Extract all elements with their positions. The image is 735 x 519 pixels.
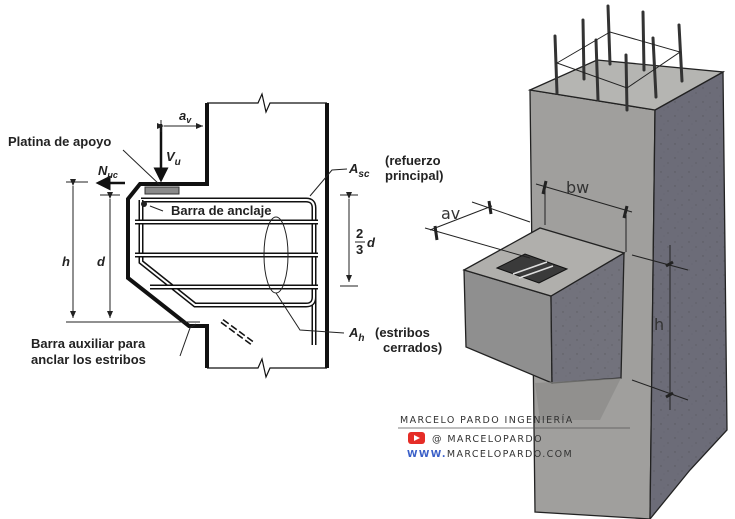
bearing-plate-label: Platina de apoyo <box>8 134 111 149</box>
sketch-av-label: av <box>441 204 460 223</box>
stirrups-desc-2: cerrados) <box>383 340 442 355</box>
watermark: MARCELO PARDO INGENIERÍA @ MARCELOPARDO … <box>398 414 630 460</box>
shear-span-label: av <box>179 108 192 125</box>
corbel-3d-sketch: av bw h <box>424 4 728 519</box>
height-label: h <box>62 254 70 269</box>
column-outline <box>126 92 329 379</box>
sketch-bw-dimension <box>535 180 633 252</box>
anchor-bar-dot <box>141 201 147 207</box>
svg-text:2: 2 <box>356 226 363 241</box>
bearing-plate-sketch <box>495 253 569 284</box>
corbel-section-diagram: Platina de apoyo Barra de anclaje Vu Nuc… <box>8 92 444 379</box>
svg-text:3: 3 <box>356 242 363 257</box>
svg-text:d: d <box>367 235 376 250</box>
watermark-website: WWW.MARCELOPARDO.COM <box>407 449 573 460</box>
main-reinforcement-desc-2: principal) <box>385 168 444 183</box>
main-reinforcement-desc-1: (refuerzo <box>385 153 441 168</box>
stirrups-desc-1: (estribos <box>375 325 430 340</box>
bearing-plate <box>144 186 180 195</box>
watermark-brand: MARCELO PARDO INGENIERÍA <box>400 414 574 426</box>
sketch-h-label: h <box>654 315 664 334</box>
aux-bar-label-1: Barra auxiliar para <box>31 336 146 351</box>
sketch-h-dimension <box>631 245 689 410</box>
column-rebars <box>553 4 684 112</box>
shear-force-label: Vu <box>166 149 181 168</box>
auxiliary-bar <box>220 318 254 346</box>
depth-label: d <box>97 254 106 269</box>
anchor-bar-label: Barra de anclaje <box>171 203 271 218</box>
two-thirds-d-label: 2 3 d <box>355 226 376 257</box>
aux-bar-label-2: anclar los estribos <box>31 352 146 367</box>
sketch-av-dimension <box>424 200 531 259</box>
main-reinforcement-bar <box>138 197 317 345</box>
sketch-bw-label: bw <box>566 178 589 197</box>
horizontal-force-label: Nuc <box>98 163 118 180</box>
main-reinforcement-symbol: Asc <box>348 161 370 180</box>
watermark-handle: @ MARCELOPARDO <box>432 434 543 445</box>
stirrups-symbol: Ah <box>348 325 365 344</box>
